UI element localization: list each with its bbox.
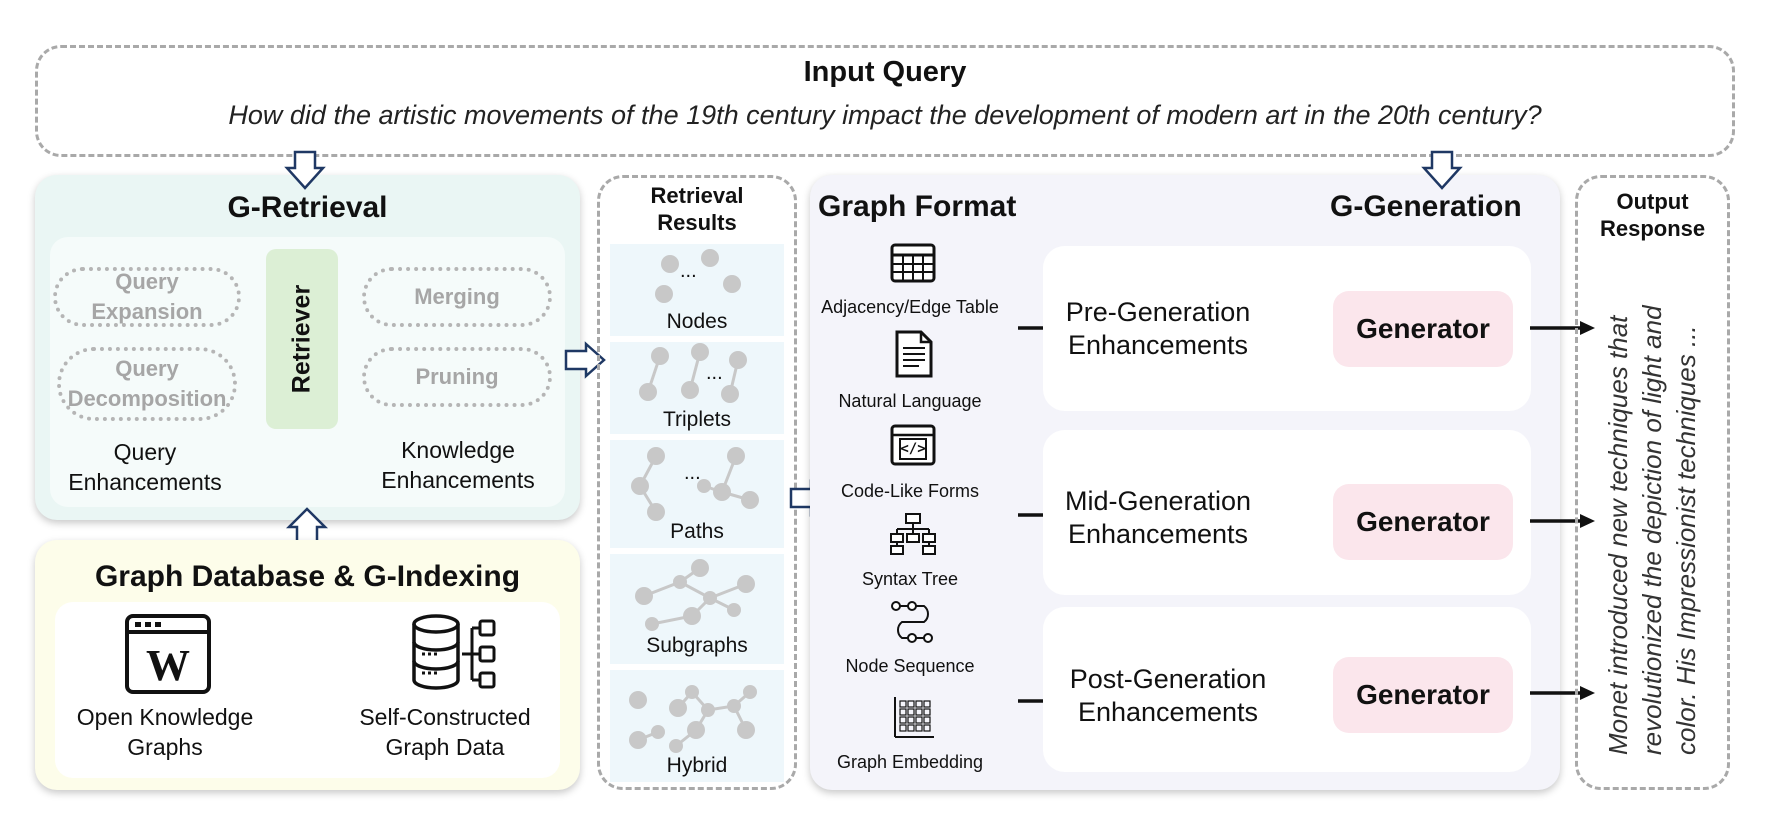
nodes-label: Nodes	[666, 310, 728, 333]
triplets-ellipsis: ...	[706, 362, 723, 384]
retrieval-panel: G-Retrieval Query Expansion Query Decomp…	[35, 175, 580, 520]
pre-generation-label: Pre-Generation Enhancements	[1065, 297, 1251, 360]
mid-generation-label: Mid-Generation Enhancements	[1064, 486, 1252, 549]
syntax-tree-icon	[890, 513, 936, 555]
nodes-ellipsis: ...	[680, 260, 697, 282]
subgraphs-label: Subgraphs	[646, 634, 748, 657]
pre-generation-panel: Pre-Generation Enhancements Generator	[1043, 246, 1531, 411]
document-icon	[895, 330, 933, 378]
graph-format-title: Graph Format	[818, 190, 1017, 223]
format-code-label: Code-Like Forms	[840, 481, 980, 501]
query-decomposition-pill: Query Decomposition	[57, 347, 237, 421]
format-graph-embedding-label: Graph Embedding	[836, 752, 984, 772]
pruning-pill: Pruning	[362, 347, 552, 407]
paths-ellipsis: ...	[684, 462, 701, 484]
generator-box: Generator	[1333, 657, 1513, 733]
mid-generation-panel: Mid-Generation Enhancements Generator	[1043, 430, 1531, 595]
arrow-right-icon	[564, 341, 606, 379]
input-query-text: How did the artistic movements of the 19…	[228, 100, 1542, 130]
paths-icon	[631, 447, 759, 521]
subgraphs-icon	[635, 559, 755, 631]
input-query-title: Input Query	[803, 56, 967, 88]
database-title: Graph Database & G-Indexing	[94, 560, 521, 593]
result-hybrid: Hybrid	[610, 670, 784, 782]
code-glyph: </>	[900, 441, 926, 457]
generation-title: G-Generation	[1330, 190, 1522, 223]
open-knowledge-graphs-label: Open Knowledge Graphs	[76, 704, 254, 760]
results-title: Retrieval Results	[597, 182, 797, 236]
query-enhancements-label: Query Enhancements	[68, 439, 222, 495]
node-sequence-icon	[891, 601, 933, 643]
retrieval-inner-panel: Query Expansion Query Decomposition Quer…	[50, 237, 565, 507]
database-panel: Graph Database & G-Indexing W Open Knowl…	[35, 540, 580, 790]
format-syntax-tree-label: Syntax Tree	[861, 569, 959, 589]
result-nodes: ... Nodes	[610, 244, 784, 336]
output-line-2: revolutionized the depiction of light an…	[1637, 305, 1667, 755]
triplets-label: Triplets	[662, 408, 732, 431]
arrow-right-icon	[1530, 686, 1595, 700]
hybrid-label: Hybrid	[666, 754, 728, 777]
format-natural-language-label: Natural Language	[838, 391, 982, 411]
retriever-label: Retriever	[287, 284, 316, 394]
format-adjacency-label: Adjacency/Edge Table	[821, 297, 999, 317]
arrow-down-icon	[1421, 150, 1463, 190]
database-icon	[412, 614, 496, 690]
triplets-icon	[639, 343, 747, 403]
output-title: Output Response	[1600, 189, 1706, 241]
wikipedia-icon	[125, 614, 211, 694]
database-inner-panel: W Open Knowledge Graphs Self-Constructed…	[55, 602, 560, 778]
result-triplets: ... Triplets	[610, 342, 784, 434]
result-subgraphs: Subgraphs	[610, 554, 784, 664]
hybrid-icon	[629, 685, 757, 753]
wikipedia-letter: W	[146, 641, 190, 690]
retrieval-title: G-Retrieval	[227, 191, 388, 224]
arrow-down-icon	[284, 150, 326, 190]
format-node-sequence-label: Node Sequence	[845, 656, 975, 676]
nodes-icon	[655, 249, 741, 303]
generator-box: Generator	[1333, 291, 1513, 367]
code-icon	[890, 424, 936, 466]
query-expansion-pill: Query Expansion	[53, 267, 241, 327]
table-icon	[890, 243, 936, 283]
post-generation-label: Post-Generation Enhancements	[1069, 664, 1267, 727]
output-text: Monet introduced new techniques that rev…	[1601, 275, 1703, 755]
input-query-box: Input Query How did the artistic movemen…	[35, 45, 1735, 157]
paths-label: Paths	[670, 520, 724, 543]
results-box	[597, 175, 797, 790]
knowledge-enhancements-label: Knowledge Enhancements	[381, 437, 535, 493]
self-constructed-label: Self-Constructed Graph Data	[359, 704, 531, 760]
arrow-right-icon	[1530, 514, 1595, 528]
result-paths: ... Paths	[610, 440, 784, 548]
merging-pill: Merging	[362, 267, 552, 327]
post-generation-panel: Post-Generation Enhancements Generator	[1043, 607, 1531, 772]
output-line-1: Monet introduced new techniques that	[1603, 315, 1633, 755]
output-box	[1575, 175, 1730, 790]
output-line-3: color. His Impressionist techniques ...	[1671, 325, 1701, 755]
graph-embedding-icon	[894, 697, 934, 738]
results-title-text: Retrieval Results	[650, 183, 744, 235]
retriever-box: Retriever	[266, 249, 338, 429]
generator-box: Generator	[1333, 484, 1513, 560]
arrow-right-icon	[1530, 321, 1595, 335]
